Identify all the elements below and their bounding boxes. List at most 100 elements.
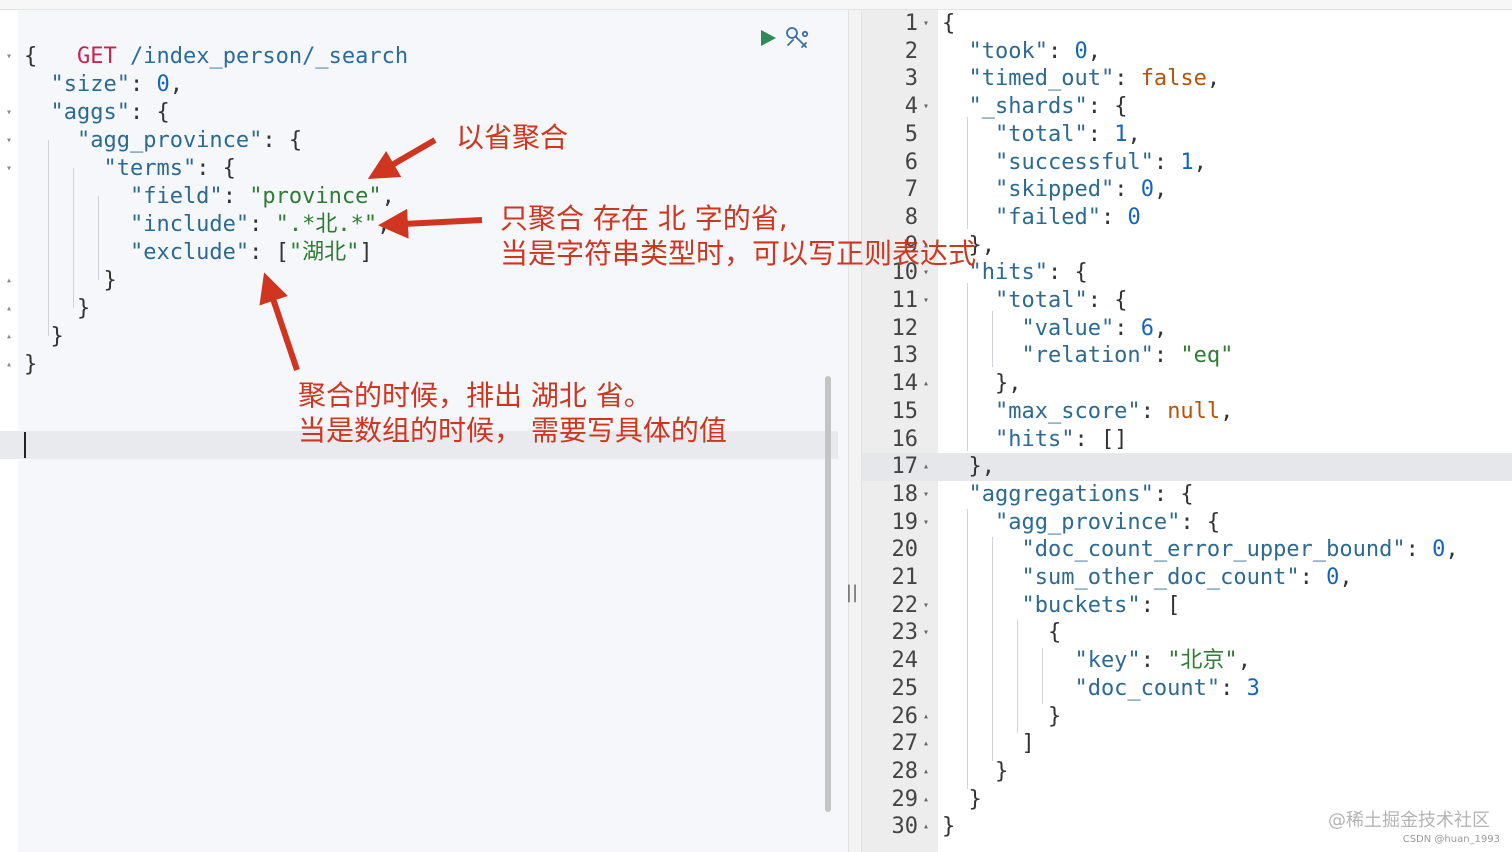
indent-guide — [967, 117, 968, 229]
token-bool: false — [1140, 66, 1207, 92]
indent-guide — [48, 140, 49, 336]
token-bool: null — [1167, 398, 1221, 424]
token-punc: : { — [196, 156, 236, 181]
response-code-line: }, — [942, 232, 995, 260]
indent-guide — [98, 196, 99, 280]
fold-toggle-icon[interactable]: ▴ — [922, 821, 930, 833]
request-line[interactable]: GET /index_person/_search — [24, 15, 408, 69]
response-code-line: "doc_count_error_upper_bound": 0, — [942, 536, 1458, 564]
token-key: "agg_province" — [942, 509, 1181, 535]
line-number: 9 — [904, 232, 918, 258]
response-code-line: } — [942, 786, 981, 814]
response-code-line: "total": 1, — [942, 121, 1141, 149]
line-number: 6 — [904, 149, 918, 175]
fold-toggle-icon[interactable]: ▴ — [922, 738, 930, 750]
token-num: 0 — [1432, 537, 1446, 563]
token-num: 0 — [1140, 177, 1154, 203]
line-number: 8 — [904, 204, 918, 230]
annotation-include-line2: 当是字符串类型时，可以写正则表达式 — [500, 237, 977, 270]
line-number: 5 — [904, 121, 918, 147]
request-code-line[interactable]: } — [24, 267, 117, 295]
response-active-line — [862, 453, 1512, 481]
fold-toggle-icon[interactable]: ▾ — [5, 135, 13, 146]
fold-toggle-icon[interactable]: ▴ — [922, 765, 930, 777]
token-str: "province" — [249, 184, 382, 209]
token-key: "total" — [942, 121, 1088, 147]
fold-toggle-icon[interactable]: ▾ — [922, 488, 930, 500]
token-punc: { — [942, 11, 956, 36]
request-code-line[interactable]: "agg_province": { — [24, 127, 302, 155]
token-punc: : { — [129, 100, 170, 125]
response-code-line: } — [942, 758, 1008, 786]
request-scrollbar[interactable] — [825, 376, 831, 812]
token-punc: } — [24, 268, 117, 293]
response-viewer[interactable]: 1▾{2 "took": 0,3 "timed_out": false,4▾ "… — [862, 10, 1512, 852]
token-punc: : — [1153, 343, 1181, 369]
request-code-line[interactable]: "field": "province", — [24, 183, 395, 211]
fold-toggle-icon[interactable]: ▴ — [922, 461, 930, 473]
fold-toggle-icon[interactable]: ▾ — [922, 267, 930, 279]
play-icon[interactable] — [758, 28, 778, 48]
request-code-line[interactable]: } — [24, 323, 63, 351]
fold-toggle-icon[interactable]: ▾ — [5, 163, 13, 174]
line-number: 12 — [891, 315, 919, 341]
token-punc: , — [1153, 177, 1168, 203]
fold-toggle-icon[interactable]: ▾ — [5, 107, 13, 118]
fold-toggle-icon[interactable]: ▴ — [922, 710, 930, 722]
token-punc: : { — [1180, 509, 1221, 535]
request-code-line[interactable]: "size": 0, — [24, 71, 182, 99]
fold-toggle-icon[interactable]: ▾ — [922, 627, 930, 639]
wrench-icon[interactable] — [784, 25, 812, 51]
token-key: "_shards" — [942, 94, 1088, 120]
request-method[interactable]: GET — [76, 44, 117, 69]
fold-toggle-icon[interactable]: ▾ — [922, 599, 930, 611]
request-code-line[interactable]: "exclude": ["湖北"] — [24, 239, 373, 267]
token-punc: , — [1087, 38, 1101, 64]
fold-toggle-icon[interactable]: ▴ — [5, 275, 13, 286]
request-code-line[interactable]: } — [24, 351, 37, 379]
token-punc: : — [1087, 121, 1115, 147]
token-punc: : — [1114, 177, 1141, 203]
request-code-line[interactable]: "aggs": { — [24, 99, 170, 127]
token-punc: ] — [359, 240, 373, 265]
line-number: 14 — [891, 371, 919, 397]
fold-toggle-icon[interactable]: ▾ — [922, 295, 930, 306]
fold-toggle-icon[interactable]: ▴ — [922, 793, 930, 805]
response-code-line: "hits": [] — [942, 426, 1127, 454]
annotation-exclude-line2: 当是数组的时候， 需要写具体的值 — [298, 414, 727, 447]
fold-toggle-icon[interactable]: ▾ — [922, 101, 930, 113]
fold-toggle-icon[interactable]: ▴ — [5, 303, 13, 314]
pane-divider[interactable] — [848, 10, 862, 852]
fold-toggle-icon[interactable]: ▾ — [5, 51, 13, 62]
fold-toggle-icon[interactable]: ▴ — [5, 331, 13, 342]
indent-guide — [992, 311, 993, 367]
fold-toggle-icon[interactable]: ▾ — [922, 516, 930, 528]
window-top-edge — [0, 0, 1512, 10]
line-number: 26 — [891, 703, 919, 729]
token-punc: , — [1127, 121, 1141, 147]
request-code-line[interactable]: { — [24, 43, 37, 71]
request-code-line[interactable]: } — [24, 295, 90, 323]
token-punc: : { — [1047, 260, 1088, 286]
line-number: 30 — [891, 814, 919, 840]
request-code-line[interactable]: "terms": { — [24, 155, 236, 183]
fold-toggle-icon[interactable]: ▴ — [922, 378, 930, 390]
line-number: 24 — [891, 648, 919, 674]
token-key: "agg_province" — [24, 128, 263, 153]
token-punc: ] — [942, 731, 1035, 757]
indent-guide — [1042, 648, 1043, 704]
line-number: 23 — [891, 620, 919, 646]
line-number: 27 — [891, 731, 919, 757]
resize-handle-icon[interactable]: || — [845, 582, 859, 603]
token-punc: : — [1153, 149, 1181, 175]
response-code-line: "skipped": 0, — [942, 176, 1167, 204]
line-number: 16 — [891, 426, 919, 452]
fold-toggle-icon[interactable]: ▴ — [922, 239, 930, 251]
token-key: "doc_count_error_upper_bound" — [942, 537, 1406, 563]
fold-toggle-icon[interactable]: ▴ — [5, 359, 13, 370]
token-punc: : { — [1087, 288, 1128, 313]
response-code-line: "max_score": null, — [942, 398, 1233, 426]
request-path[interactable]: /index_person/_search — [129, 44, 409, 69]
fold-toggle-icon[interactable]: ▾ — [922, 18, 930, 29]
request-code-line[interactable]: "include": ".*北.*", — [24, 211, 390, 239]
